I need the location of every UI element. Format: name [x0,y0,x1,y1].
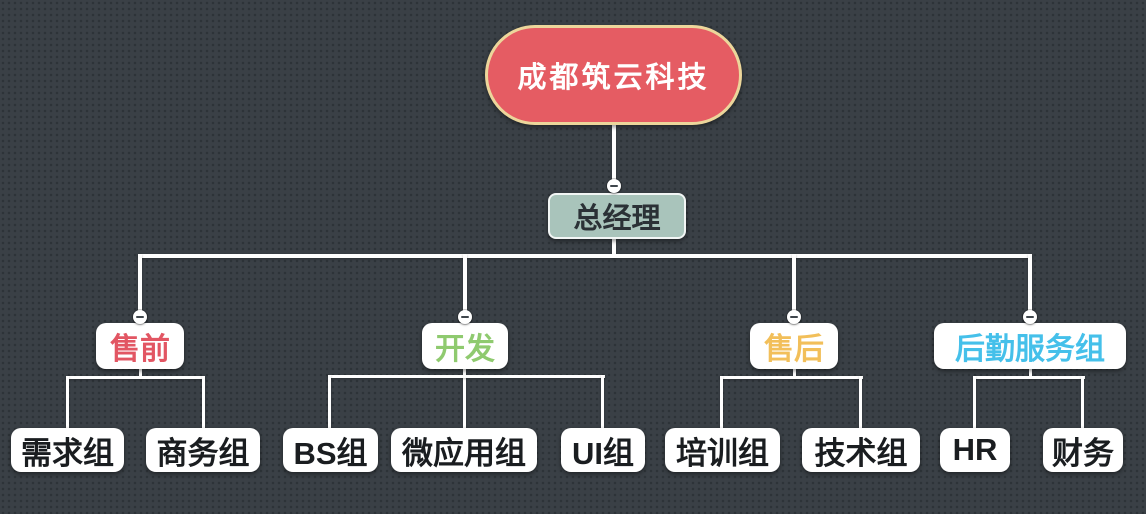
collapse-minus-icon[interactable] [787,310,801,324]
node-business-group[interactable]: 商务组 [146,428,260,472]
minus-bar [1026,316,1034,318]
connector-dev-bus [328,375,605,378]
collapse-minus-icon[interactable] [607,179,621,193]
connector-presales-bus [66,376,205,379]
node-presales[interactable]: 售前 [96,323,184,369]
node-development[interactable]: 开发 [422,323,508,369]
connector-leaf-drop [973,376,976,428]
collapse-minus-icon[interactable] [458,310,472,324]
node-ui-group[interactable]: UI组 [561,428,645,472]
minus-bar [461,316,469,318]
collapse-minus-icon[interactable] [133,310,147,324]
connector-leaf-drop [1081,376,1084,428]
minus-bar [610,185,618,187]
connector-drop-logistics [1028,254,1032,319]
connector-dev-stub [463,369,466,428]
node-microapp-group[interactable]: 微应用组 [391,428,537,472]
connector-logistics-stub [1029,369,1032,378]
connector-leaf-drop [66,376,69,428]
connector-manager-stub [612,239,616,258]
connector-presales-stub [139,369,142,378]
connector-drop-presales [138,254,142,319]
collapse-minus-icon[interactable] [1023,310,1037,324]
connector-level1-bus [138,254,1032,258]
root-node-company[interactable]: 成都筑云科技 [485,25,742,125]
connector-drop-dev [463,254,467,319]
node-hr[interactable]: HR [940,428,1010,472]
node-bs-group[interactable]: BS组 [283,428,378,472]
node-aftersales[interactable]: 售后 [750,323,838,369]
minus-bar [790,316,798,318]
connector-root-manager [612,125,616,185]
connector-leaf-drop [601,375,604,428]
node-logistics-service[interactable]: 后勤服务组 [934,323,1126,369]
node-training-group[interactable]: 培训组 [665,428,780,472]
node-technical-group[interactable]: 技术组 [802,428,920,472]
node-finance[interactable]: 财务 [1043,428,1123,472]
minus-bar [136,316,144,318]
connector-aftersales-stub [793,369,796,378]
connector-leaf-drop [328,375,331,428]
connector-logistics-bus [973,376,1085,379]
node-general-manager[interactable]: 总经理 [548,193,686,239]
connector-drop-aftersales [792,254,796,319]
connector-leaf-drop [720,376,723,428]
connector-aftersales-bus [720,376,863,379]
connector-leaf-drop [859,376,862,428]
node-requirements-group[interactable]: 需求组 [11,428,124,472]
connector-leaf-drop [202,376,205,428]
